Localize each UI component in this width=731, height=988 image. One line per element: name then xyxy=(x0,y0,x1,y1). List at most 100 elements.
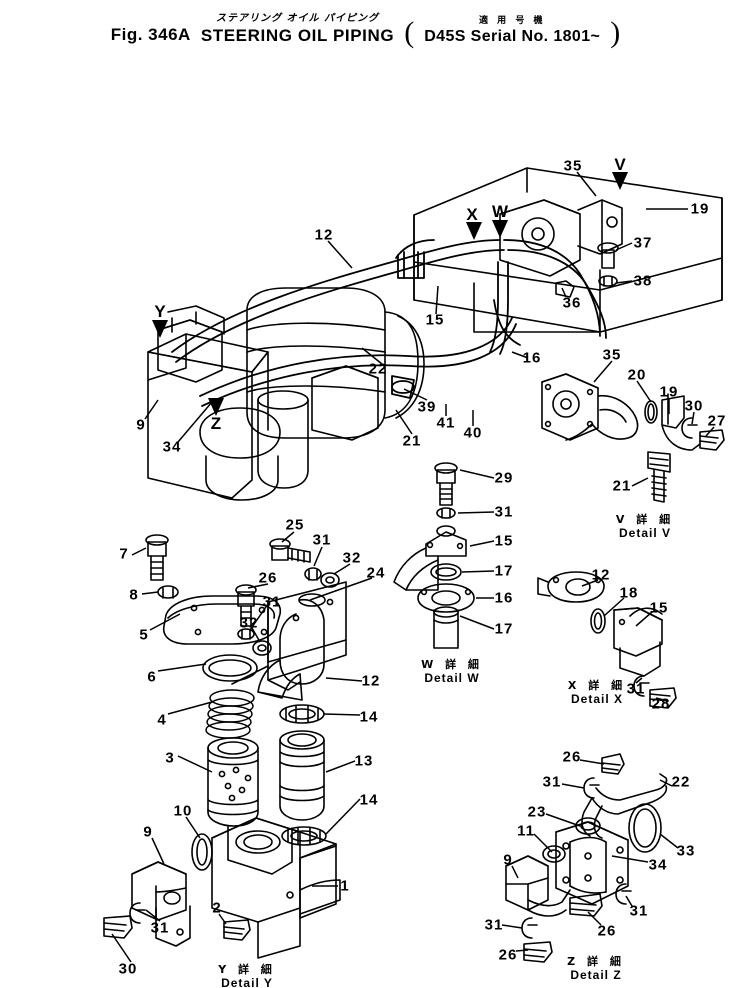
paren-close: ) xyxy=(610,16,621,49)
part-callout-38: 38 xyxy=(633,272,653,290)
detail-caption-japanese-v: V 詳 細 xyxy=(615,513,675,526)
part-callout-40: 40 xyxy=(463,424,483,442)
part-callout-6: 6 xyxy=(147,668,157,686)
part-callout-25: 25 xyxy=(285,516,305,534)
part-callout-31: 31 xyxy=(484,916,504,934)
part-callout-5: 5 xyxy=(139,626,149,644)
part-callout-36: 36 xyxy=(562,294,582,312)
part-callout-35: 35 xyxy=(563,157,583,175)
part-callout-19: 19 xyxy=(659,383,679,401)
part-callout-21: 21 xyxy=(402,432,422,450)
leader-lines xyxy=(111,171,715,963)
part-callout-11: 11 xyxy=(517,822,535,840)
part-callout-26: 26 xyxy=(258,569,278,587)
detail-z-group xyxy=(505,753,668,963)
detail-caption-english-x: Detail X xyxy=(570,692,624,706)
serial-english: D45S Serial No. 1801~ xyxy=(424,28,601,45)
part-callout-31: 31 xyxy=(494,503,514,521)
section-marker-v: V xyxy=(614,155,626,174)
tube-stack-group xyxy=(257,593,327,846)
part-callout-8: 8 xyxy=(129,586,139,604)
part-callout-12: 12 xyxy=(591,566,611,584)
diagram-title-block: Fig. 346A ステアリング オイル パイピング STEERING OIL … xyxy=(0,8,731,49)
part-callout-31: 31 xyxy=(150,919,170,937)
detail-v-group xyxy=(541,373,725,503)
section-marker-z: Z xyxy=(210,414,222,433)
section-marker-w: W xyxy=(491,202,509,221)
part-callout-31: 31 xyxy=(626,680,646,698)
part-callout-31: 31 xyxy=(629,902,649,920)
part-callout-14: 14 xyxy=(359,791,379,809)
part-callout-19: 19 xyxy=(690,200,710,218)
section-marker-x: X xyxy=(466,205,478,224)
part-callout-30: 30 xyxy=(118,960,138,978)
part-callout-27: 27 xyxy=(707,412,727,430)
detail-caption-japanese-w: W 詳 細 xyxy=(421,658,483,671)
detail-x-group xyxy=(537,571,677,709)
part-callout-14: 14 xyxy=(359,708,379,726)
part-callout-12: 12 xyxy=(314,226,334,244)
detail-caption-english-v: Detail V xyxy=(618,526,671,540)
part-callout-12: 12 xyxy=(361,672,381,690)
part-callout-22: 22 xyxy=(671,773,691,791)
part-callout-10: 10 xyxy=(173,802,193,820)
part-callout-34: 34 xyxy=(162,438,182,456)
part-callout-30: 30 xyxy=(684,397,704,415)
part-callout-26: 26 xyxy=(597,922,617,940)
detail-y-group xyxy=(103,817,341,959)
part-callout-31: 31 xyxy=(542,773,562,791)
part-callout-3: 3 xyxy=(165,749,175,767)
part-callout-2: 2 xyxy=(212,899,222,917)
part-callout-39: 39 xyxy=(417,398,437,416)
section-arrows xyxy=(152,172,628,416)
part-callout-28: 28 xyxy=(651,695,671,713)
part-callout-29: 29 xyxy=(494,469,514,487)
part-callout-24: 24 xyxy=(366,564,386,582)
hydraulic-hoses xyxy=(171,239,607,407)
title-english: STEERING OIL PIPING xyxy=(200,26,395,45)
detail-caption-japanese-y: Y 詳 細 xyxy=(218,963,276,976)
part-callout-33: 33 xyxy=(676,842,696,860)
frame-enclosure xyxy=(413,167,723,333)
part-callout-41: 41 xyxy=(436,414,456,432)
serial-japanese: 適 用 号 機 xyxy=(479,16,546,26)
part-callout-26: 26 xyxy=(498,946,518,964)
part-callout-35: 35 xyxy=(602,346,622,364)
detail-w-group xyxy=(393,462,475,649)
part-callout-23: 23 xyxy=(527,803,547,821)
detail-caption-english-z: Detail Z xyxy=(570,968,622,982)
part-callout-1: 1 xyxy=(340,877,350,895)
detail-caption-japanese-z: Z 詳 細 xyxy=(567,955,625,968)
title-japanese: ステアリング オイル パイピング xyxy=(216,13,379,24)
part-callout-22: 22 xyxy=(368,360,388,378)
part-callout-9: 9 xyxy=(143,823,153,841)
machine-body xyxy=(147,287,425,501)
part-callout-31: 31 xyxy=(312,531,332,549)
part-callout-32: 32 xyxy=(239,614,259,632)
part-callout-13: 13 xyxy=(354,752,374,770)
paren-open: ( xyxy=(404,16,415,49)
detail-caption-japanese-x: X 詳 細 xyxy=(567,679,627,692)
part-callout-17: 17 xyxy=(494,562,514,580)
section-marker-y: Y xyxy=(154,302,166,321)
part-callout-21: 21 xyxy=(612,477,632,495)
part-callout-16: 16 xyxy=(522,349,542,367)
part-callout-32: 32 xyxy=(342,549,362,567)
steering-motor-top xyxy=(499,199,623,298)
part-callout-9: 9 xyxy=(503,851,513,869)
part-callout-31: 31 xyxy=(262,593,282,611)
part-callout-16: 16 xyxy=(494,589,514,607)
part-callout-15: 15 xyxy=(494,532,514,550)
figure-number: Fig. 346A xyxy=(110,25,191,44)
part-callout-20: 20 xyxy=(627,366,647,384)
detail-caption-english-w: Detail W xyxy=(424,671,480,685)
part-callout-7: 7 xyxy=(119,545,129,563)
center-exploded-group xyxy=(145,534,347,827)
